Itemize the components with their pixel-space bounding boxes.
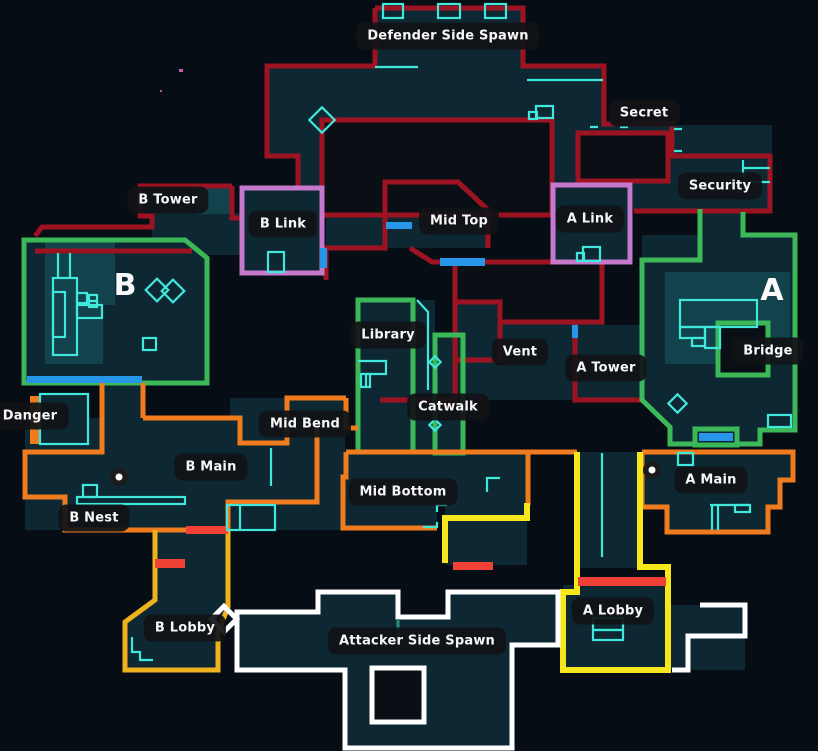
- a-site-outline-left: [639, 209, 703, 447]
- orb-a-main: [648, 466, 656, 474]
- label-bridge: Bridge: [732, 337, 804, 365]
- orb-markers: [110, 69, 661, 486]
- label-security: Security: [677, 172, 763, 200]
- b-site-diamond-2: [160, 278, 186, 304]
- label-attacker-side-spawn: Attacker Side Spawn: [328, 627, 506, 655]
- a-site-outline-right: [735, 212, 798, 447]
- orb-b-main: [115, 473, 123, 481]
- label-mid-top: Mid Top: [418, 207, 500, 235]
- mid-diamond-marker: [307, 105, 337, 135]
- label-library: Library: [350, 321, 426, 349]
- label-b-main: B Main: [174, 453, 248, 481]
- label-a-link: A Link: [555, 205, 625, 233]
- a-site-door-frame: [692, 426, 740, 448]
- label-mid-bottom: Mid Bottom: [348, 478, 458, 506]
- market-block: [575, 130, 671, 184]
- label-danger: Danger: [0, 402, 69, 430]
- label-b-link: B Link: [248, 210, 318, 238]
- label-a-lobby: A Lobby: [571, 597, 655, 625]
- door-markers: [27, 222, 733, 441]
- label-site-a: A: [760, 273, 784, 308]
- label-b-lobby: B Lobby: [143, 614, 227, 642]
- attacker-spawn-walls: [207, 589, 748, 751]
- label-vent: Vent: [491, 338, 549, 366]
- label-b-tower: B Tower: [127, 186, 209, 214]
- a-lobby-outline: [560, 452, 671, 673]
- mid-courtyard-block: [319, 117, 555, 218]
- noise-dot-1: [179, 69, 183, 72]
- label-a-main: A Main: [674, 466, 748, 494]
- map-detail-lines: [38, 2, 793, 662]
- label-a-tower: A Tower: [565, 354, 647, 382]
- a-site-diamond: [666, 392, 689, 415]
- label-mid-bend: Mid Bend: [258, 410, 352, 438]
- label-catwalk: Catwalk: [407, 393, 489, 421]
- spawn-box: [369, 665, 427, 725]
- barrier-markers: [155, 526, 666, 586]
- label-defender-side-spawn: Defender Side Spawn: [356, 22, 540, 50]
- b-site-diamond-1: [144, 277, 170, 303]
- noise-dot-2: [160, 90, 162, 92]
- label-site-b: B: [113, 268, 137, 303]
- label-b-nest: B Nest: [58, 504, 130, 532]
- label-secret: Secret: [608, 99, 680, 127]
